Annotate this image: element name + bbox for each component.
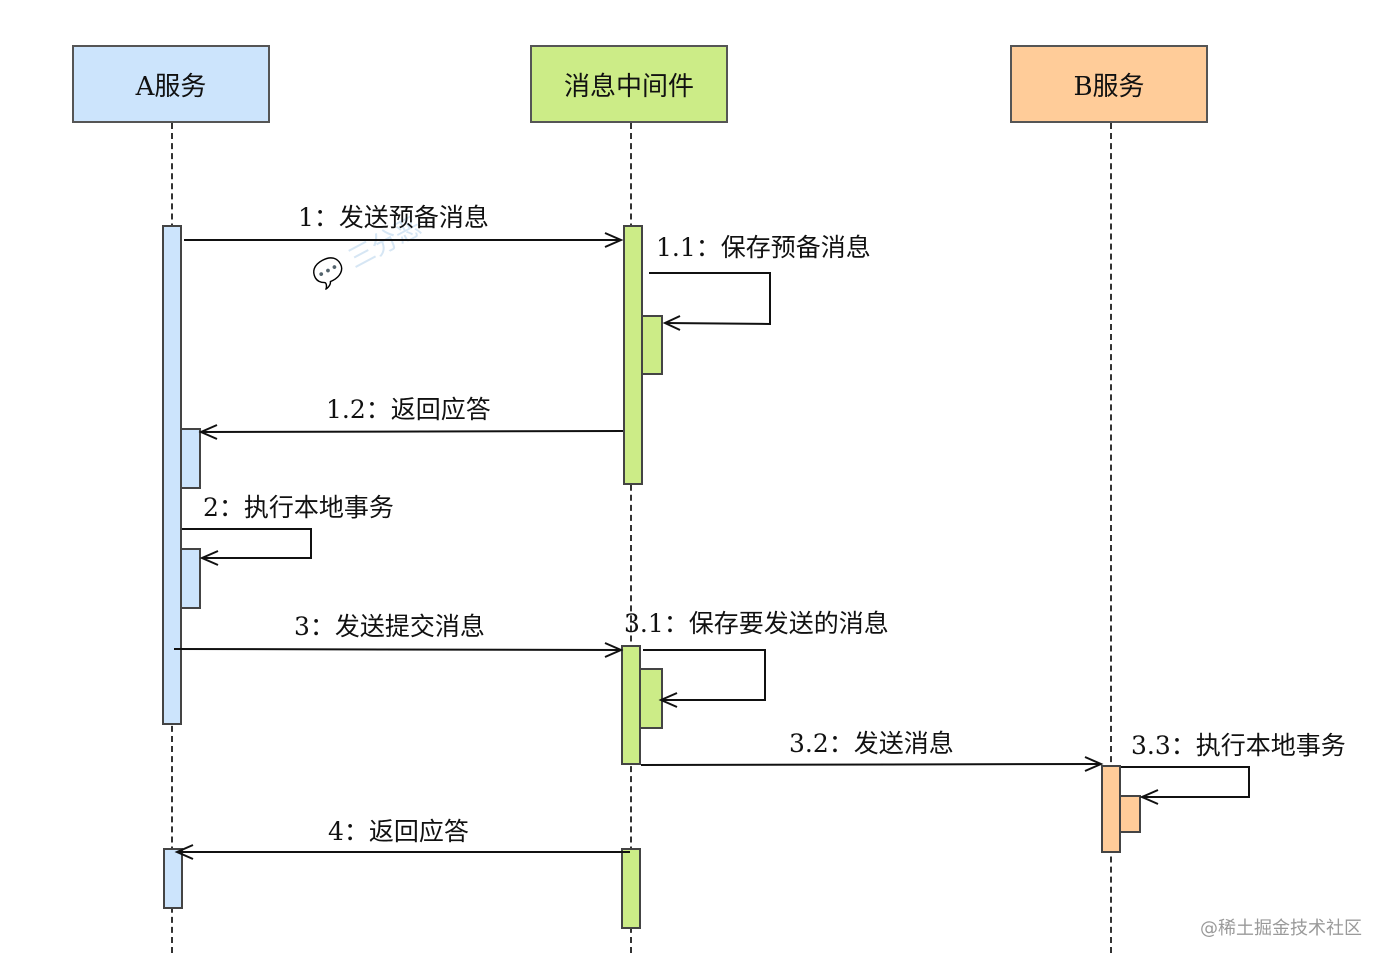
arrowhead-2 [199,550,219,566]
participant-b-label: B服务 [1073,71,1145,102]
arrowhead-1-2 [198,424,218,440]
message-4-label: 4：返回应答 [328,817,469,846]
arrowhead-3-2 [1084,756,1104,772]
message-1-2-label: 1.2：返回应答 [326,395,491,424]
lifeline-b [1110,123,1112,953]
arrowhead-3-1 [658,692,678,708]
arrow-3-2 [640,763,1102,766]
participant-service-b: B服务 [1010,45,1208,123]
lifeline-middleware [630,123,632,953]
arrowhead-3-3 [1139,789,1159,805]
arrow-3 [173,648,622,651]
message-1-label: 1：发送预备消息 [298,203,489,232]
activation-mq-3 [621,848,641,929]
participant-middleware: 消息中间件 [530,45,728,123]
arrow-1-2 [200,430,624,433]
participant-service-a: A服务 [72,45,270,123]
arrow-2 [182,528,312,559]
footer-watermark: @稀土掘金技术社区 [1200,918,1362,939]
arrowhead-1 [604,232,624,248]
activation-a-final [163,848,183,909]
activation-a-local-tx [180,548,201,609]
message-2-label: 2：执行本地事务 [203,493,394,522]
participant-middleware-label: 消息中间件 [563,71,694,102]
arrow-3-3 [1121,766,1250,798]
activation-a-response [180,428,201,489]
arrow-3-1 [643,649,766,701]
participant-a-label: A服务 [135,71,207,102]
message-3-3-label: 3.3：执行本地事务 [1131,731,1346,760]
arrowhead-1-1 [662,315,681,331]
arrowhead-4 [174,844,194,860]
message-3-label: 3：发送提交消息 [294,612,485,641]
message-1-1-label: 1.1：保存预备消息 [656,233,871,262]
arrowhead-3 [604,642,624,658]
activation-mq-save [641,315,663,375]
activation-b-local-tx [1119,795,1141,833]
arrow-1-1 [649,272,771,326]
message-3-1-label: 3.1：保存要发送的消息 [624,609,889,638]
message-3-2-label: 3.2：发送消息 [789,729,954,758]
